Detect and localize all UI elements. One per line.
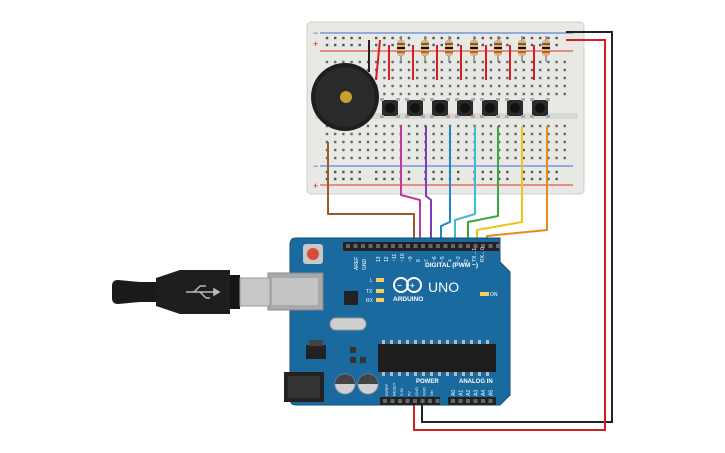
svg-text:+: + bbox=[410, 281, 415, 290]
pushbutton[interactable] bbox=[530, 98, 550, 118]
analog-label: ANALOG IN bbox=[459, 379, 493, 385]
signal-wire[interactable] bbox=[425, 126, 432, 244]
digital-pin-label: ~5 bbox=[440, 256, 446, 262]
pushbutton[interactable] bbox=[455, 98, 475, 118]
aref-label: AREF bbox=[354, 257, 360, 270]
red-jumper-group[interactable] bbox=[388, 45, 535, 80]
resistor[interactable] bbox=[494, 36, 502, 62]
resistor[interactable] bbox=[421, 36, 429, 62]
resistor[interactable] bbox=[518, 36, 526, 62]
power-wires[interactable] bbox=[413, 31, 613, 431]
analog-pin-label: A1 bbox=[459, 390, 465, 396]
digital-pin-label: ~6 bbox=[432, 256, 438, 262]
analog-pin-label: A5 bbox=[489, 390, 495, 396]
crystal bbox=[329, 317, 367, 331]
signal-wire[interactable] bbox=[400, 126, 421, 244]
gnd-label: GND bbox=[362, 259, 368, 271]
rail-plus-top: + bbox=[313, 39, 318, 49]
digital-pin-label: ~11 bbox=[392, 254, 398, 262]
pushbutton-group[interactable] bbox=[380, 98, 550, 118]
resistor[interactable] bbox=[445, 36, 453, 62]
resistor-group[interactable] bbox=[397, 36, 550, 62]
resistor[interactable] bbox=[470, 36, 478, 62]
analog-pin-label: A3 bbox=[474, 390, 480, 396]
analog-pin-label: A4 bbox=[481, 390, 487, 396]
pushbutton[interactable] bbox=[480, 98, 500, 118]
pushbutton[interactable] bbox=[405, 98, 425, 118]
analog-header bbox=[448, 397, 496, 405]
digital-pin-label: TX→1 bbox=[472, 248, 478, 262]
arduino-logo: − + bbox=[393, 277, 422, 293]
black-ground-wire[interactable] bbox=[421, 31, 613, 423]
analog-pin-label: A2 bbox=[466, 390, 472, 396]
usb-icon bbox=[186, 285, 221, 299]
power-pin-label: IOREF bbox=[384, 383, 389, 396]
digital-pin-label: 2 bbox=[464, 259, 470, 262]
arduino-model: UNO bbox=[428, 279, 459, 295]
resistor[interactable] bbox=[542, 36, 550, 62]
power-label: POWER bbox=[416, 379, 439, 385]
atmega-chip bbox=[378, 344, 496, 372]
analog-pin-label: A0 bbox=[451, 390, 457, 396]
digital-label: DIGITAL (PWM ~) bbox=[425, 262, 478, 269]
arduino-brand: ARDUINO bbox=[393, 296, 423, 303]
signal-wire[interactable] bbox=[476, 126, 523, 244]
signal-wire[interactable] bbox=[440, 126, 451, 244]
digital-pin-label: ~9 bbox=[408, 256, 414, 262]
red-power-wire[interactable] bbox=[413, 39, 606, 431]
svg-text:−: − bbox=[397, 281, 402, 290]
rail-minus-bottom: − bbox=[313, 161, 318, 171]
digital-pin-label: 13 bbox=[376, 256, 382, 262]
on-label: ON bbox=[490, 292, 498, 298]
power-pin-label: 5V bbox=[407, 391, 412, 396]
usb-chip bbox=[344, 291, 358, 305]
digital-pin-label: 12 bbox=[384, 256, 390, 262]
digital-pin-label: ~10 bbox=[400, 253, 406, 262]
rail-minus-top: − bbox=[313, 28, 318, 38]
power-pin-label: Vin bbox=[429, 390, 434, 396]
power-header bbox=[380, 397, 440, 405]
digital-pin-label: 8 bbox=[416, 259, 422, 262]
l-led-label: L bbox=[370, 278, 373, 284]
digital-pin-label: 4 bbox=[448, 259, 454, 262]
power-pin-label: GND bbox=[414, 387, 419, 396]
piezo-buzzer[interactable] bbox=[311, 39, 381, 131]
pushbutton[interactable] bbox=[430, 98, 450, 118]
digital-pins bbox=[346, 244, 500, 248]
rx-led-label: RX bbox=[366, 298, 374, 304]
digital-pin-label: ~3 bbox=[456, 256, 462, 262]
power-pin-label: RESET bbox=[392, 382, 397, 396]
tx-led-label: TX bbox=[366, 289, 373, 295]
usb-cable bbox=[112, 270, 271, 314]
digital-pin-label: 7 bbox=[424, 259, 430, 262]
signal-wire[interactable] bbox=[327, 142, 415, 244]
digital-pin-label: RX←0 bbox=[480, 247, 486, 262]
power-pin-label: GND bbox=[422, 387, 427, 396]
piezo-buzzer-icon bbox=[340, 91, 352, 103]
signal-wire[interactable] bbox=[454, 126, 476, 244]
pushbutton[interactable] bbox=[380, 98, 400, 118]
resistor[interactable] bbox=[397, 36, 405, 62]
signal-wire[interactable] bbox=[467, 126, 499, 244]
pushbutton[interactable] bbox=[505, 98, 525, 118]
power-pin-label: 3.3V bbox=[399, 387, 404, 396]
voltage-regulator bbox=[306, 345, 326, 359]
rail-plus-bottom: + bbox=[313, 181, 318, 191]
